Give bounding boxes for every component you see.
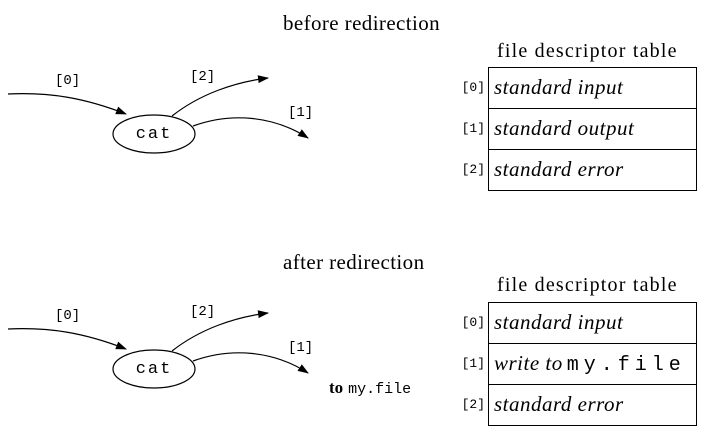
fd2-edge-label: [2] xyxy=(190,69,216,85)
before-redirection-section: before redirection file descriptor table… xyxy=(7,11,697,191)
fd-table: [0] standard input [1] standard output [… xyxy=(462,67,697,191)
redirect-note-filename: my.file xyxy=(348,381,412,398)
stderr-arrow xyxy=(171,310,269,352)
fd-row-value: standard error xyxy=(494,392,624,416)
fd-table-row: [2] standard error xyxy=(462,150,696,190)
fd-row-value: standard output xyxy=(494,116,635,140)
fd2-edge-label: [2] xyxy=(190,304,216,320)
redirect-note-word: to xyxy=(329,378,344,397)
fd-row-value: standard input xyxy=(494,310,624,334)
section-title: before redirection xyxy=(283,11,441,35)
fd1-edge-label: [1] xyxy=(288,340,314,356)
fd1-edge-label: [1] xyxy=(288,105,314,121)
stdout-arrow xyxy=(192,117,309,139)
fd-table-heading: file descriptor table xyxy=(497,274,678,296)
section-title: after redirection xyxy=(283,250,425,274)
fd-row-index: [2] xyxy=(461,397,485,412)
fd-row-index: [0] xyxy=(461,80,485,95)
fd0-edge-label: [0] xyxy=(55,73,81,89)
fd-row-value: standard error xyxy=(494,157,624,181)
process-flow-diagram xyxy=(7,310,309,389)
fd-row-value: standard input xyxy=(494,75,624,99)
fd-table-row: [1] standard output xyxy=(462,109,696,150)
fd0-edge-label: [0] xyxy=(55,308,81,324)
stderr-arrow xyxy=(171,75,269,117)
fd-table-row: [0] standard input xyxy=(462,68,696,109)
fd-table-row: [0] standard input xyxy=(462,303,696,344)
fd-row-index: [2] xyxy=(461,162,485,177)
fd-row-value-prefix: write to xyxy=(494,351,563,375)
fd-table-heading: file descriptor table xyxy=(497,40,678,62)
after-redirection-section: after redirection file descriptor table … xyxy=(0,235,706,436)
process-ellipse xyxy=(112,114,196,154)
process-name: cat xyxy=(135,359,173,379)
stdin-arrow xyxy=(7,328,127,350)
fd-table-row: [2] standard error xyxy=(462,385,696,425)
fd-row-value-filename: my.file xyxy=(566,354,686,377)
fd-row-index: [1] xyxy=(461,356,485,371)
stdin-arrow xyxy=(7,93,127,115)
process-name: cat xyxy=(135,124,173,144)
fd-row-index: [0] xyxy=(461,315,485,330)
process-flow-diagram xyxy=(7,75,309,154)
process-ellipse xyxy=(112,349,196,389)
stdout-arrow xyxy=(192,352,309,374)
fd-row-index: [1] xyxy=(461,121,485,136)
